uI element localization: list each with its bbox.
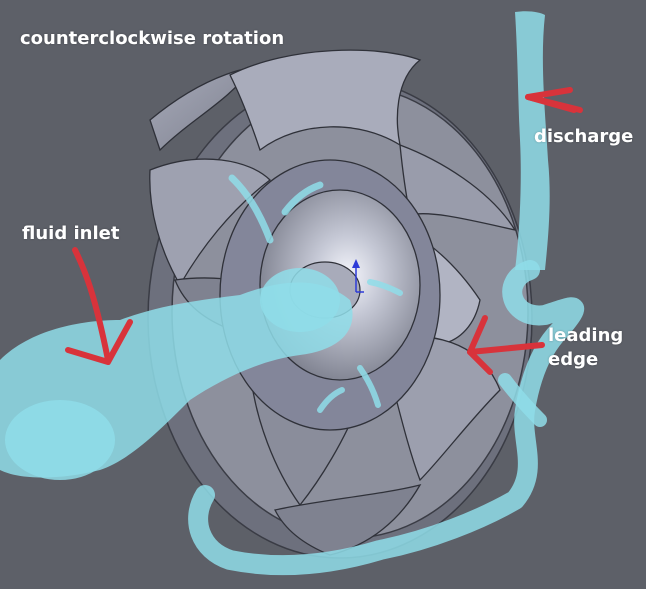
impeller-blade — [274, 484, 422, 556]
fluid-swirl — [367, 279, 403, 296]
fluid-inlet-core — [260, 268, 340, 332]
leading-edge-label-line2: edge — [548, 349, 599, 370]
inlet-arrow-shaft — [72, 247, 111, 363]
fluid-swirl — [317, 387, 345, 413]
inlet-arrow-head — [65, 319, 133, 365]
leading-edge-arrow-shaft — [467, 342, 545, 355]
fluid-swirl — [357, 365, 381, 408]
fluid-discharge-column — [515, 11, 550, 270]
fluid-inlet-tail — [5, 400, 115, 480]
annotation-arrows — [65, 87, 583, 375]
fluid-discharge-eddy — [498, 373, 547, 427]
leading-edge-arrow-head — [467, 315, 493, 375]
impeller-blade — [399, 144, 517, 231]
impeller-blade — [229, 49, 422, 152]
diagram-title: counterclockwise rotation — [20, 28, 285, 49]
axis-marker — [352, 259, 364, 293]
fluid-swirl — [281, 181, 324, 216]
discharge-label: discharge — [534, 126, 634, 147]
fluid-inlet-label: fluid inlet — [22, 223, 120, 244]
fluid-path — [0, 11, 585, 576]
fluid-swirl — [228, 174, 274, 244]
fluid-discharge-loop — [188, 260, 585, 576]
discharge-arrow-head — [525, 87, 577, 113]
leading-edge-label-line1: leading — [548, 325, 624, 346]
